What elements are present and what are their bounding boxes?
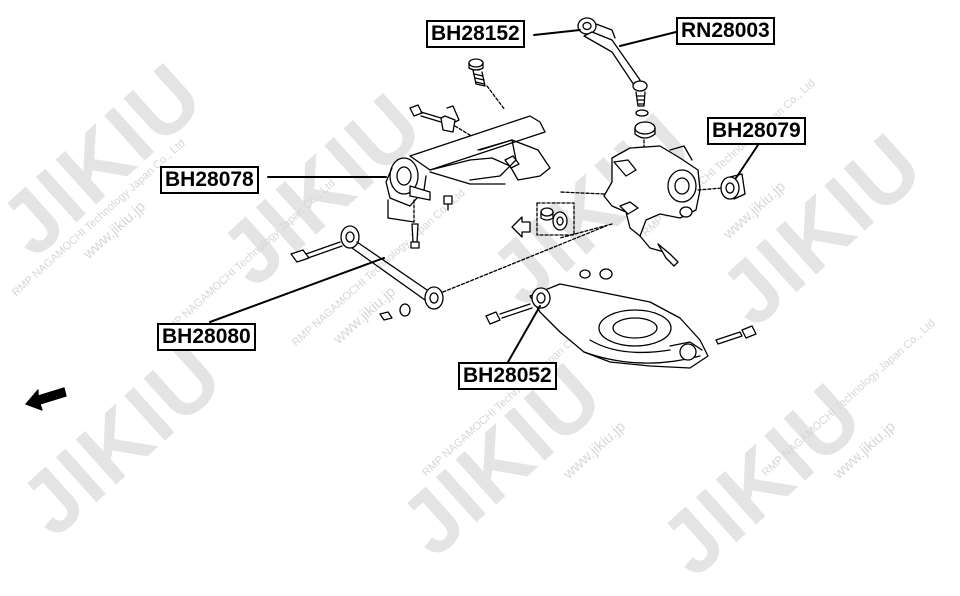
part-label-rn28003[interactable]: RN28003: [676, 17, 775, 45]
bushing-bh28079: [720, 173, 746, 200]
upper-arm-rn28003: [577, 17, 656, 151]
diagram-canvas: JIKIU JIKIU JIKIU JIKIU JIKIU JIKIU JIKI…: [0, 17, 942, 594]
bolt-top: [468, 58, 506, 111]
lateral-link-bh28080: [290, 225, 607, 321]
trailing-link-bh28078: [385, 115, 551, 249]
part-label-bh28079[interactable]: BH28079: [707, 117, 806, 145]
bolt-bracket: [409, 104, 479, 141]
detail-bushing-box: [511, 202, 575, 238]
part-label-bh28052[interactable]: BH28052: [458, 362, 557, 390]
lower-arm-bh28052: [485, 268, 757, 369]
leader-lines: [209, 29, 761, 363]
front-direction-arrow: [25, 387, 67, 411]
suspension-drawing: [25, 17, 761, 411]
part-label-bh28152[interactable]: BH28152: [426, 20, 525, 48]
knuckle: [559, 145, 723, 267]
part-label-bh28080[interactable]: BH28080: [157, 323, 256, 351]
part-label-bh28078[interactable]: BH28078: [160, 166, 259, 194]
